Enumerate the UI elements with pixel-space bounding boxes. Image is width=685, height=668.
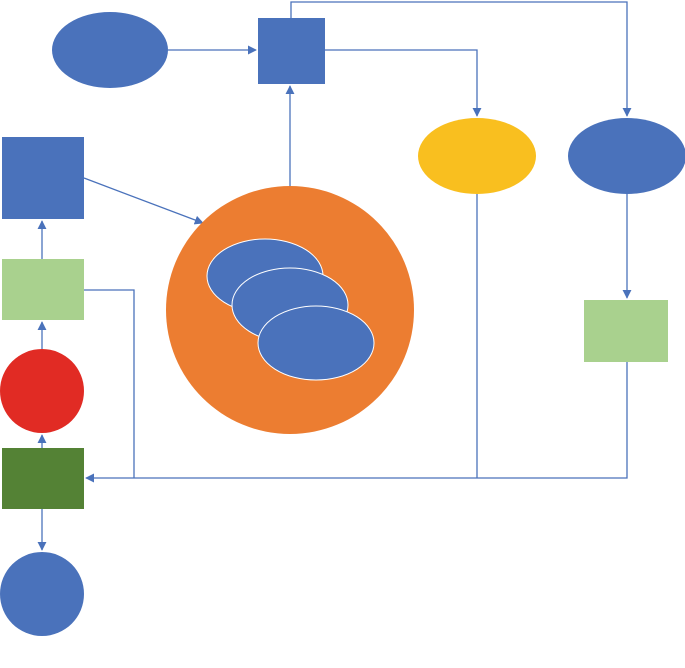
shape-right-light-green-rect (584, 300, 668, 362)
shape-red-circle (0, 349, 84, 433)
connector-top-square-to-yellow-ellipse (325, 49, 482, 117)
shape-right-ellipse (568, 118, 685, 194)
connectors-layer (37, 1, 632, 551)
shape-inner-ellipse-3 (257, 305, 375, 381)
shape-left-light-green-rect (2, 259, 84, 320)
shape-left-square (2, 137, 84, 219)
shape-top-left-ellipse (52, 12, 168, 88)
shape-bottom-circle (0, 552, 84, 636)
connector-left-light-green-to-dark-green (84, 289, 135, 478)
shape-yellow-ellipse (418, 118, 536, 194)
connector-left-square-to-orange-circle (83, 177, 204, 225)
connector-top-square-to-right-ellipse (290, 1, 632, 117)
shapes-layer (0, 12, 685, 636)
connector-right-light-green-to-dark-green (85, 362, 628, 483)
shape-top-square (258, 18, 325, 84)
shape-dark-green-rect (2, 448, 84, 509)
